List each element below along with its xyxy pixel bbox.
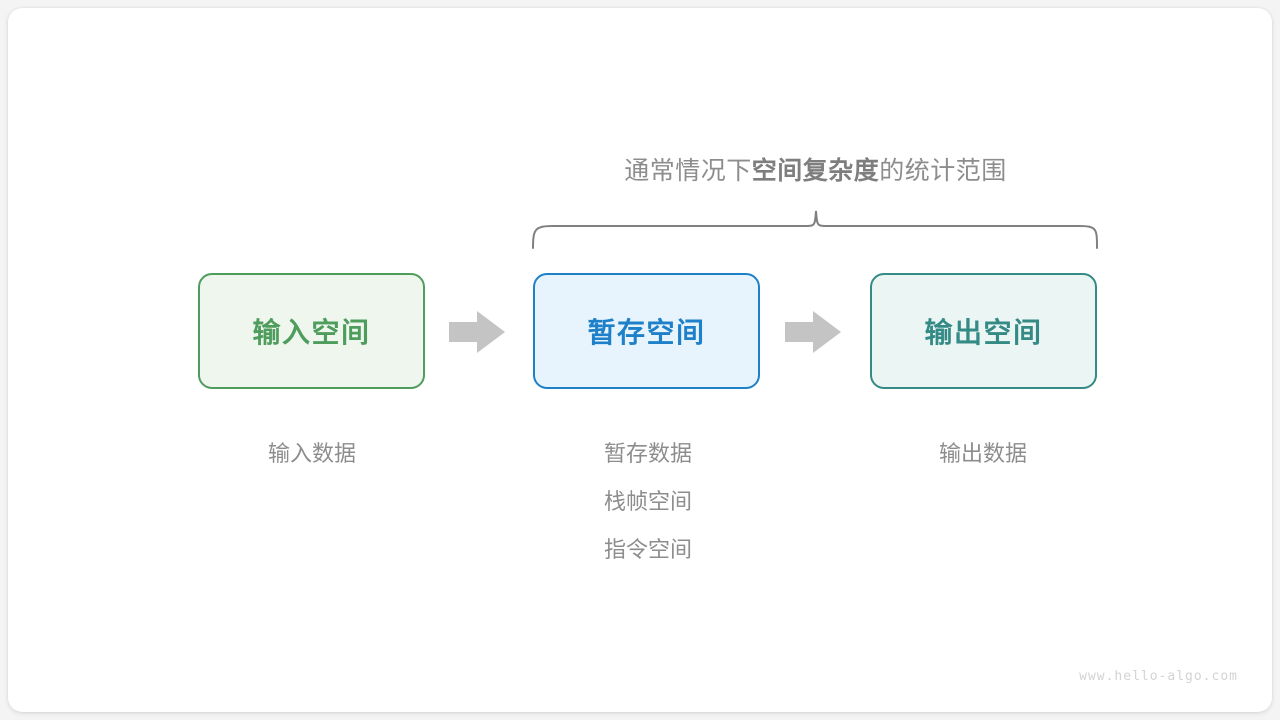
right-arrow-icon [785, 311, 841, 353]
caption-output: 输出数据 [833, 430, 1133, 478]
brace-caption-suffix: 的统计范围 [879, 157, 1007, 185]
box-output-space: 输出空间 [870, 273, 1097, 389]
caption-output-line: 输出数据 [938, 441, 1027, 466]
caption-input-line: 输入数据 [267, 441, 356, 466]
box-temp-space: 暂存空间 [533, 273, 760, 389]
caption-temp-line: 暂存数据 [603, 441, 692, 466]
diagram-card: 通常情况下空间复杂度的统计范围 输入空间 暂存空间 输出空间 输入数据 暂存数据 [8, 8, 1272, 712]
watermark: www.hello-algo.com [1079, 669, 1238, 684]
caption-temp: 暂存数据 栈帧空间 指令空间 [498, 430, 798, 574]
brace-caption-emphasis: 空间复杂度 [751, 157, 880, 185]
caption-input: 输入数据 [162, 430, 462, 478]
caption-temp-line: 指令空间 [603, 537, 692, 562]
brace-caption-prefix: 通常情况下 [624, 157, 752, 185]
box-temp-space-label: 暂存空间 [587, 317, 706, 348]
box-input-space: 输入空间 [198, 273, 425, 389]
box-input-space-label: 输入空间 [252, 317, 371, 348]
box-output-space-label: 输出空间 [924, 317, 1043, 348]
brace-caption: 通常情况下空间复杂度的统计范围 [533, 153, 1098, 189]
curly-brace-icon [532, 210, 1098, 249]
right-arrow-icon [449, 311, 505, 353]
caption-temp-line: 栈帧空间 [603, 489, 692, 514]
